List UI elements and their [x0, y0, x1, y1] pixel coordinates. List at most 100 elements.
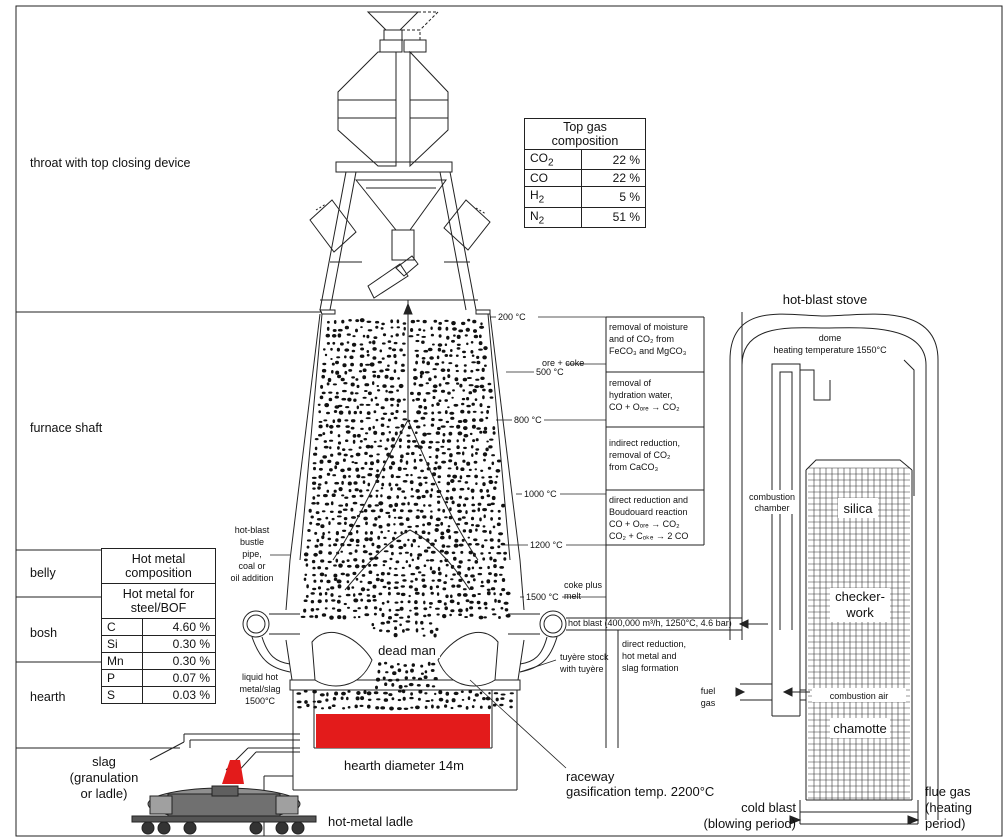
burden-particle [442, 509, 446, 513]
burden-particle [408, 335, 414, 338]
burden-particle [408, 564, 412, 568]
burden-particle [421, 340, 425, 344]
burden-particle [349, 538, 355, 542]
burden-particle [449, 425, 455, 428]
burden-particle [407, 525, 412, 529]
burden-particle [337, 434, 341, 438]
burden-particle [446, 439, 452, 443]
burden-particle [327, 537, 332, 541]
burden-particle [342, 707, 346, 710]
burden-particle [336, 356, 341, 359]
burden-particle [387, 340, 392, 343]
burden-particle [338, 487, 343, 492]
burden-particle [338, 504, 344, 507]
burden-particle [493, 558, 497, 563]
burden-particle [486, 579, 491, 584]
burden-particle [392, 671, 397, 676]
burden-particle [326, 382, 330, 386]
burden-particle [397, 690, 402, 693]
burden-particle [344, 348, 350, 352]
burden-particle [464, 334, 468, 337]
burden-particle [445, 699, 449, 703]
burden-particle [312, 587, 317, 591]
burden-particle [457, 480, 462, 483]
burden-particle [399, 623, 402, 627]
burden-particle [409, 480, 414, 485]
burden-particle [438, 690, 443, 695]
coke-melt-label-1: coke plus [564, 580, 603, 590]
burden-particle [434, 692, 437, 696]
burden-particle [372, 356, 377, 360]
burden-particle [376, 469, 379, 473]
burden-particle [326, 411, 330, 415]
burden-particle [344, 496, 349, 499]
burden-particle [471, 705, 475, 709]
burden-particle [385, 368, 390, 372]
burden-particle [435, 627, 439, 632]
burden-particle [386, 523, 391, 527]
burden-particle [363, 516, 368, 521]
burden-particle [498, 616, 501, 619]
burden-particle [439, 559, 443, 563]
burden-particle [313, 552, 318, 557]
burden-particle [475, 524, 480, 528]
checkerwork-grid [808, 467, 910, 800]
burden-particle [368, 426, 372, 431]
burden-particle [401, 502, 406, 506]
burden-particle [448, 459, 453, 463]
burden-particle [303, 552, 309, 557]
burden-particle [489, 556, 493, 561]
burden-particle [465, 607, 469, 612]
burden-particle [337, 328, 343, 332]
burden-particle [429, 566, 433, 571]
burden-particle [340, 468, 345, 473]
burden-particle [456, 347, 461, 350]
burden-particle [312, 487, 316, 490]
burden-particle [355, 544, 360, 547]
burden-particle [467, 559, 471, 562]
burden-particle [335, 538, 339, 542]
burden-particle [377, 389, 381, 392]
burden-particle [337, 510, 342, 514]
burden-particle [498, 532, 504, 536]
burden-particle [426, 559, 430, 562]
burden-particle [310, 608, 315, 612]
burden-particle [456, 601, 460, 606]
burden-particle [412, 538, 417, 543]
burden-particle [495, 475, 499, 478]
burden-particle [427, 613, 432, 617]
burden-particle [410, 487, 414, 491]
burden-particle [324, 403, 330, 408]
burden-particle [451, 487, 456, 492]
burden-particle [397, 466, 402, 471]
burden-particle [390, 474, 394, 479]
burden-particle [462, 350, 466, 354]
burden-particle [413, 458, 417, 463]
burden-particle [451, 584, 456, 588]
burden-particle [462, 593, 468, 597]
burden-particle [496, 552, 502, 555]
burden-particle [422, 329, 426, 332]
burden-particle [379, 629, 383, 632]
diagram-frame [15, 5, 1003, 837]
burden-particle [493, 692, 499, 695]
burden-particle [322, 532, 325, 536]
hot-metal-sub-line-1: Hot metal for [122, 587, 195, 601]
burden-particle [460, 409, 465, 414]
combustion-chamber-label-1: combustion [749, 492, 795, 502]
burden-particle [332, 329, 337, 332]
burden-particle [494, 481, 498, 484]
burden-particle [423, 412, 428, 415]
burden-particle [341, 397, 347, 401]
burden-particle [449, 507, 452, 512]
burden-particle [303, 608, 307, 613]
burden-particle [448, 535, 452, 540]
combustion-chamber-box [748, 490, 796, 514]
burden-particle [352, 439, 356, 444]
burden-particle [437, 578, 442, 582]
burden-particle [378, 662, 382, 666]
reaction-5-line-1: direct reduction, [622, 639, 686, 649]
burden-particle [331, 607, 336, 610]
burden-particle [430, 550, 436, 554]
